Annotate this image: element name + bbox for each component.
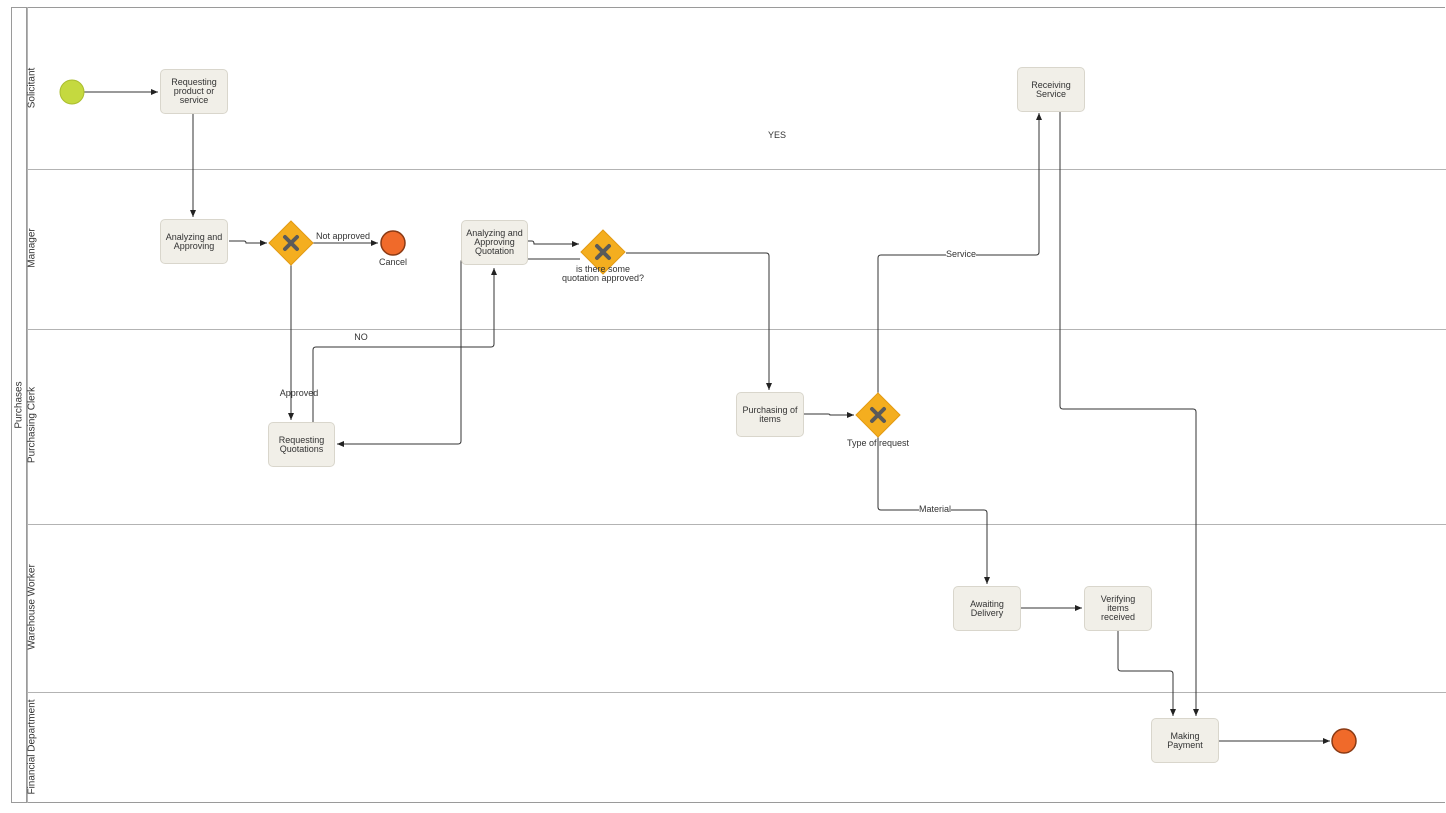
flow-label-not-approved: Not approved (315, 231, 371, 241)
task-label: product or service (173, 86, 215, 105)
flow-quotations-to-analyze (312, 268, 497, 422)
pool (11, 7, 1445, 803)
start-event (59, 79, 85, 105)
task-label: Receiving Service (1031, 79, 1071, 99)
quotation-gateway-label: is there some quotation approved? (562, 265, 644, 283)
cancel-event-label: Cancel (378, 257, 408, 267)
task-awaiting-delivery[interactable]: Awaiting Delivery (953, 586, 1021, 631)
lane-divider (27, 524, 1446, 525)
approval-gateway (268, 220, 314, 266)
task-label: Analyzing and (466, 228, 523, 238)
flow-label-no: NO (354, 332, 368, 342)
task-label: items (759, 413, 781, 424)
task-label: Making Payment (1167, 730, 1203, 750)
flow-gateway-no (337, 258, 580, 447)
gateway-label-line: quotation approved? (561, 273, 645, 283)
task-label: Verifying items (1100, 594, 1136, 613)
request-type-gateway (855, 392, 901, 438)
lane-divider (27, 169, 1446, 170)
flow-service-to-payment (1059, 111, 1199, 716)
flow-label-service: Service (945, 249, 977, 259)
task-label: Requesting (171, 77, 217, 87)
quotation-gateway (580, 229, 626, 275)
task-label: Purchasing of (742, 404, 798, 415)
task-label: Requesting (278, 434, 325, 445)
flow-label-material: Material (918, 504, 952, 514)
task-label: Analyzing and (165, 231, 223, 242)
flow-label-approved: Approved (279, 388, 319, 398)
task-label: Approving (173, 240, 215, 251)
lane-divider (27, 692, 1446, 693)
request-type-gateway-label: Type of request (846, 438, 910, 448)
end-event (1331, 728, 1357, 754)
flow-verifying-to-payment (1117, 631, 1176, 716)
task-receiving-service[interactable]: Receiving Service (1017, 67, 1085, 112)
task-label: Quotations (279, 443, 324, 454)
task-label: Quotation (474, 246, 514, 256)
gateway-label-line: is there some (575, 264, 631, 274)
pool-header (11, 7, 27, 803)
flow-purchase-to-gateway (804, 412, 854, 418)
task-label: Awaiting Delivery (970, 598, 1004, 618)
flow-gateway-yes (626, 252, 772, 390)
lane-divider (27, 329, 1446, 330)
flow-analyze-quote-to-gateway (528, 240, 579, 247)
task-label: Approving (474, 237, 515, 247)
flow-analyze-to-gateway (229, 240, 267, 246)
lane-header-divider (27, 7, 28, 803)
task-making-payment[interactable]: Making Payment (1151, 718, 1219, 763)
flow-label-yes: YES (767, 130, 787, 140)
task-label: received (1100, 612, 1136, 622)
cancel-end-event (380, 230, 406, 256)
